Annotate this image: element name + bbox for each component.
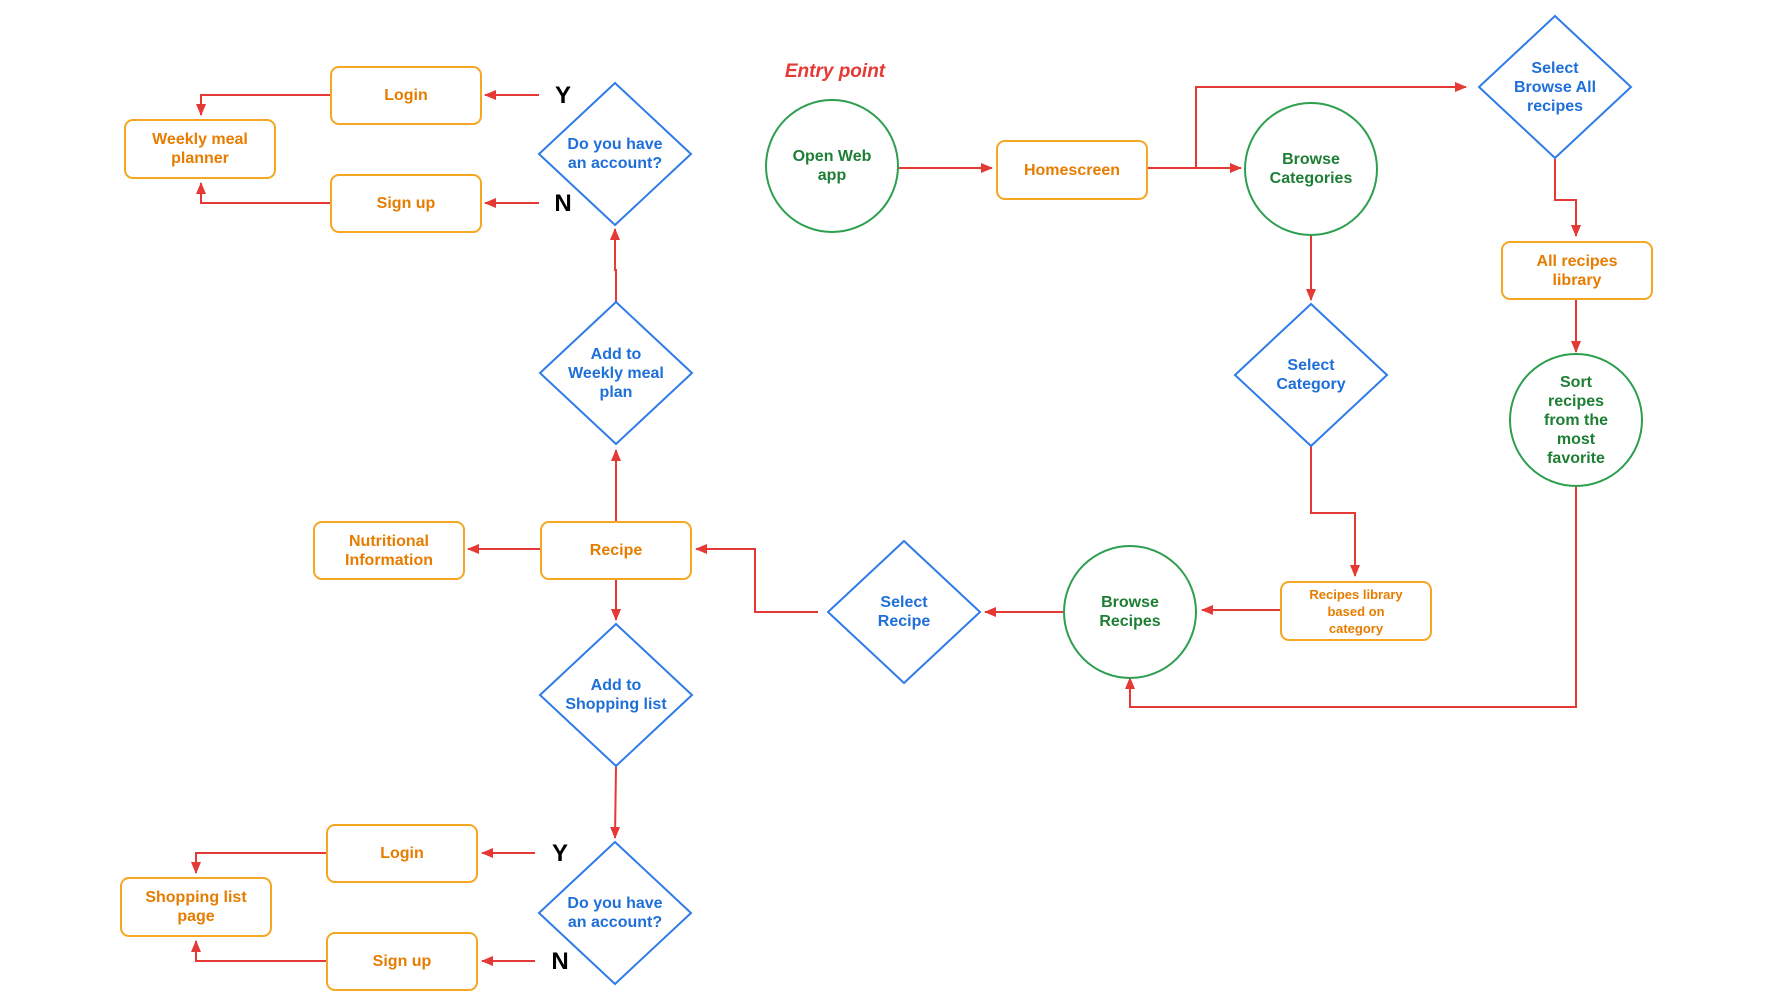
yes-label-top: Y — [554, 81, 571, 109]
account-q-top-diamond — [537, 81, 693, 227]
screen-boxes — [120, 66, 1653, 991]
arrow-shopping-to-account-q — [610, 765, 621, 839]
action-circles — [765, 99, 1643, 679]
add-shopping-list-diamond — [538, 622, 694, 768]
arrow-select-recipe-to-recipe — [695, 544, 818, 613]
no-label-bottom: N — [551, 947, 569, 975]
all-recipes-library-box — [1501, 241, 1653, 300]
nutritional-information-label[interactable]: Nutritional Information — [345, 532, 433, 569]
homescreen-box — [996, 140, 1148, 200]
all-recipes-library-label[interactable]: All recipes library — [1536, 252, 1618, 289]
arrow-login-to-shopping-page — [191, 852, 327, 874]
login-top-box — [330, 66, 482, 125]
browse-recipes-label[interactable]: Browse Recipes — [1099, 594, 1161, 630]
login-bottom-label[interactable]: Login — [380, 845, 424, 862]
select-category-diamond — [1233, 302, 1389, 448]
arrow-signup-to-shopping-page — [191, 940, 327, 962]
arrow-browse-all-to-library — [1554, 159, 1581, 237]
browse-categories-label[interactable]: Browse Categories — [1269, 151, 1353, 187]
recipes-library-category-label[interactable]: Recipes library based on category — [1309, 586, 1403, 636]
open-web-app-label[interactable]: Open Web app — [792, 148, 872, 184]
recipe-label[interactable]: Recipe — [589, 542, 643, 559]
connectors — [191, 82, 1581, 966]
decision-diamonds — [537, 14, 1633, 986]
browse-recipes-circle — [1063, 545, 1197, 679]
yes-label-bottom: Y — [551, 839, 568, 867]
weekly-meal-planner-box — [124, 119, 276, 179]
signup-top-box — [330, 174, 482, 233]
select-browse-all-diamond — [1477, 14, 1633, 160]
select-recipe-label[interactable]: Select Recipe — [877, 594, 931, 630]
arrow-signup-to-planner — [196, 182, 331, 204]
weekly-meal-planner-label[interactable]: Weekly meal planner — [152, 131, 248, 167]
sort-recipes-circle — [1509, 353, 1643, 487]
account-q-bottom-diamond — [537, 840, 693, 986]
signup-bottom-label[interactable]: Sign up — [372, 953, 432, 970]
select-category-label[interactable]: Select Category — [1276, 357, 1346, 393]
signup-top-label[interactable]: Sign up — [376, 195, 436, 212]
entry-point-label: Entry point — [784, 60, 886, 82]
open-web-app-circle — [765, 99, 899, 233]
browse-categories-circle — [1244, 102, 1378, 236]
add-weekly-plan-label[interactable]: Add to Weekly meal plan — [568, 345, 664, 401]
shopping-list-page-label[interactable]: Shopping list page — [145, 889, 247, 925]
select-recipe-diamond — [826, 539, 982, 685]
sort-recipes-label[interactable]: Sort recipes from the most favorite — [1544, 373, 1608, 467]
nutritional-information-box — [313, 521, 465, 580]
signup-bottom-box — [326, 932, 478, 991]
add-weekly-plan-diamond — [538, 300, 694, 446]
recipes-library-category-box — [1280, 581, 1432, 641]
shopping-list-page-box — [120, 877, 272, 937]
account-q-top-label[interactable]: Do you have an account? — [567, 136, 663, 172]
no-label-top: N — [554, 189, 572, 217]
arrow-select-category-to-library — [1310, 446, 1360, 577]
arrow-login-to-planner — [196, 94, 331, 116]
login-top-label[interactable]: Login — [384, 87, 428, 104]
recipe-box — [540, 521, 692, 580]
add-shopping-list-label[interactable]: Add to Shopping list — [565, 677, 667, 713]
login-bottom-box — [326, 824, 478, 883]
arrow-home-to-browse-all — [1195, 82, 1467, 168]
select-browse-all-label[interactable]: Select Browse All recipes — [1513, 59, 1597, 115]
account-q-bottom-label[interactable]: Do you have an account? — [567, 895, 663, 931]
arrow-weekly-plan-to-account-q — [610, 228, 620, 302]
homescreen-label[interactable]: Homescreen — [1023, 161, 1121, 179]
arrow-sort-to-browse-recipes — [1125, 485, 1577, 708]
